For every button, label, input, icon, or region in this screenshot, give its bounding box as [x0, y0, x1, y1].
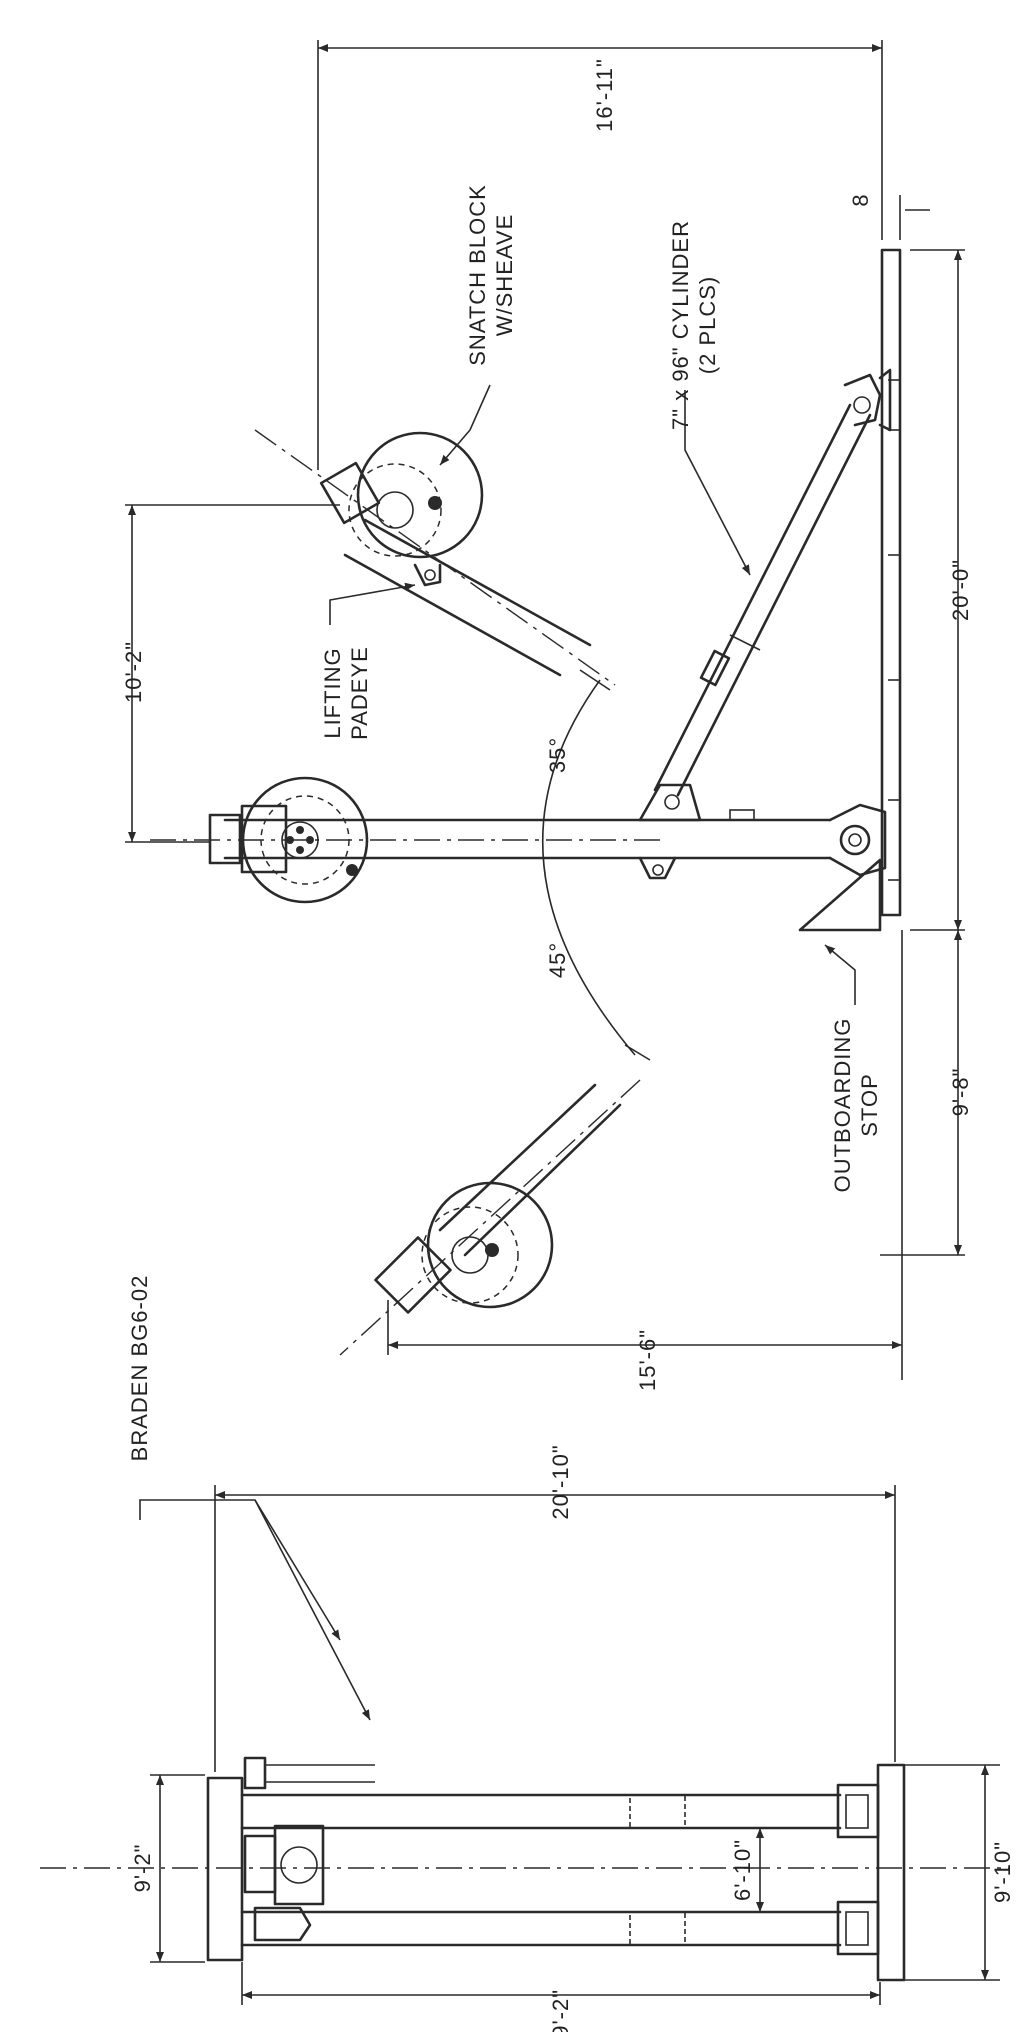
dim-outreach: 9'-8"	[948, 1068, 973, 1117]
base-beam	[880, 248, 902, 917]
end-view: BRADEN BG6-02 20'-10" 9'-2" 6'-10" 9'-10…	[40, 1275, 1015, 2032]
label-angle-35: 35°	[545, 737, 570, 773]
dim-reach-a: 10'-2"	[121, 641, 146, 703]
dim-top-span: 16'-11"	[592, 58, 617, 132]
label-outboard-2: STOP	[857, 1073, 882, 1137]
raised-boom	[254, 429, 616, 686]
lowered-boom	[339, 1079, 641, 1356]
side-elevation: 16'-11" 8 SNATCH BLOCK W/SHEAVE 7" x 96"…	[121, 40, 973, 1721]
label-cylinder-2: (2 PLCS)	[695, 276, 720, 374]
dim-base-len: 20'-0"	[948, 559, 973, 621]
label-lifting-2: PADEYE	[347, 646, 372, 740]
dim-width-left: 9'-2"	[130, 1844, 155, 1893]
label-cylinder-1: 7" x 96" CYLINDER	[668, 220, 693, 430]
dimension-lines	[125, 40, 965, 1721]
label-angle-45: 45°	[545, 942, 570, 978]
dim-width-right: 9'-10"	[990, 1841, 1015, 1903]
label-snatch-block-1: SNATCH BLOCK	[465, 184, 490, 366]
label-outboard-1: OUTBOARDING	[830, 1018, 855, 1193]
dim-lower-len: 19'-2"	[548, 1989, 573, 2032]
label-winch: BRADEN BG6-02	[127, 1275, 152, 1462]
dim-frame-len: 20'-10"	[548, 1444, 573, 1519]
dim-eight: 8	[848, 193, 873, 206]
dim-inner-width: 6'-10"	[730, 1839, 755, 1901]
label-lifting-1: LIFTING	[320, 647, 345, 738]
angle-arc	[541, 679, 636, 1056]
dim-reach-b: 15'-6"	[635, 1329, 660, 1391]
label-snatch-block-2: W/SHEAVE	[492, 214, 517, 337]
upright-boom	[150, 776, 887, 932]
hydraulic-cylinder	[653, 368, 892, 797]
